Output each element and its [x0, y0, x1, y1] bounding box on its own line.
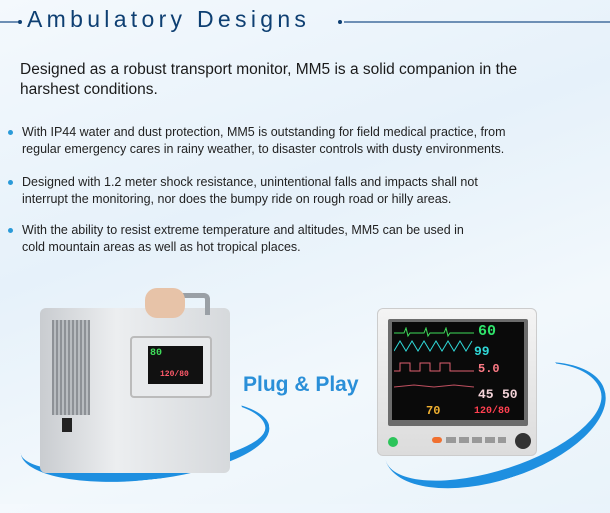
title-dot-left [18, 20, 22, 24]
bullet-icon [8, 228, 13, 233]
bullet-icon [8, 180, 13, 185]
bullet-item: With the ability to resist extreme tempe… [8, 222, 608, 256]
transport-dock-image: 80 120/80 [40, 288, 230, 473]
bullet-line: Designed with 1.2 meter shock resistance… [22, 175, 478, 189]
plug-and-play-caption: Plug & Play [243, 373, 359, 396]
bullet-line: With the ability to resist extreme tempe… [22, 223, 464, 237]
bullet-line: cold mountain areas as well as hot tropi… [22, 240, 301, 254]
monitor-resp-value: 45 [478, 387, 494, 402]
intro-text: Designed as a robust transport monitor, … [20, 61, 518, 98]
small-monitor-hr: 80 [150, 348, 163, 359]
bullet-line: With IP44 water and dust protection, MM5… [22, 125, 506, 139]
monitor-spo2-value: 99 [474, 344, 490, 359]
title-rule-right [344, 21, 610, 23]
title-rule-left [0, 21, 18, 23]
bullet-item: With IP44 water and dust protection, MM5… [8, 124, 608, 158]
bullet-icon [8, 130, 13, 135]
monitor-hr-value: 60 [478, 323, 497, 340]
bullet-line: interrupt the monitoring, nor does the b… [22, 192, 452, 206]
monitor-temp-value: 50 [502, 387, 518, 402]
waveform-graphic [394, 327, 474, 388]
bullet-item: Designed with 1.2 meter shock resistance… [8, 174, 608, 208]
patient-monitor-image: 60 99 5.0 45 50 70 120/80 [377, 308, 537, 456]
monitor-pr-value: 70 [426, 404, 441, 418]
monitor-nibp-value: 120/80 [474, 406, 511, 417]
monitor-etco2-value: 5.0 [478, 362, 500, 376]
page-title: Ambulatory Designs [27, 6, 311, 32]
small-monitor-nibp: 120/80 [160, 370, 189, 379]
title-dot-right [338, 20, 342, 24]
bullet-line: regular emergency cares in rainy weather… [22, 142, 505, 156]
